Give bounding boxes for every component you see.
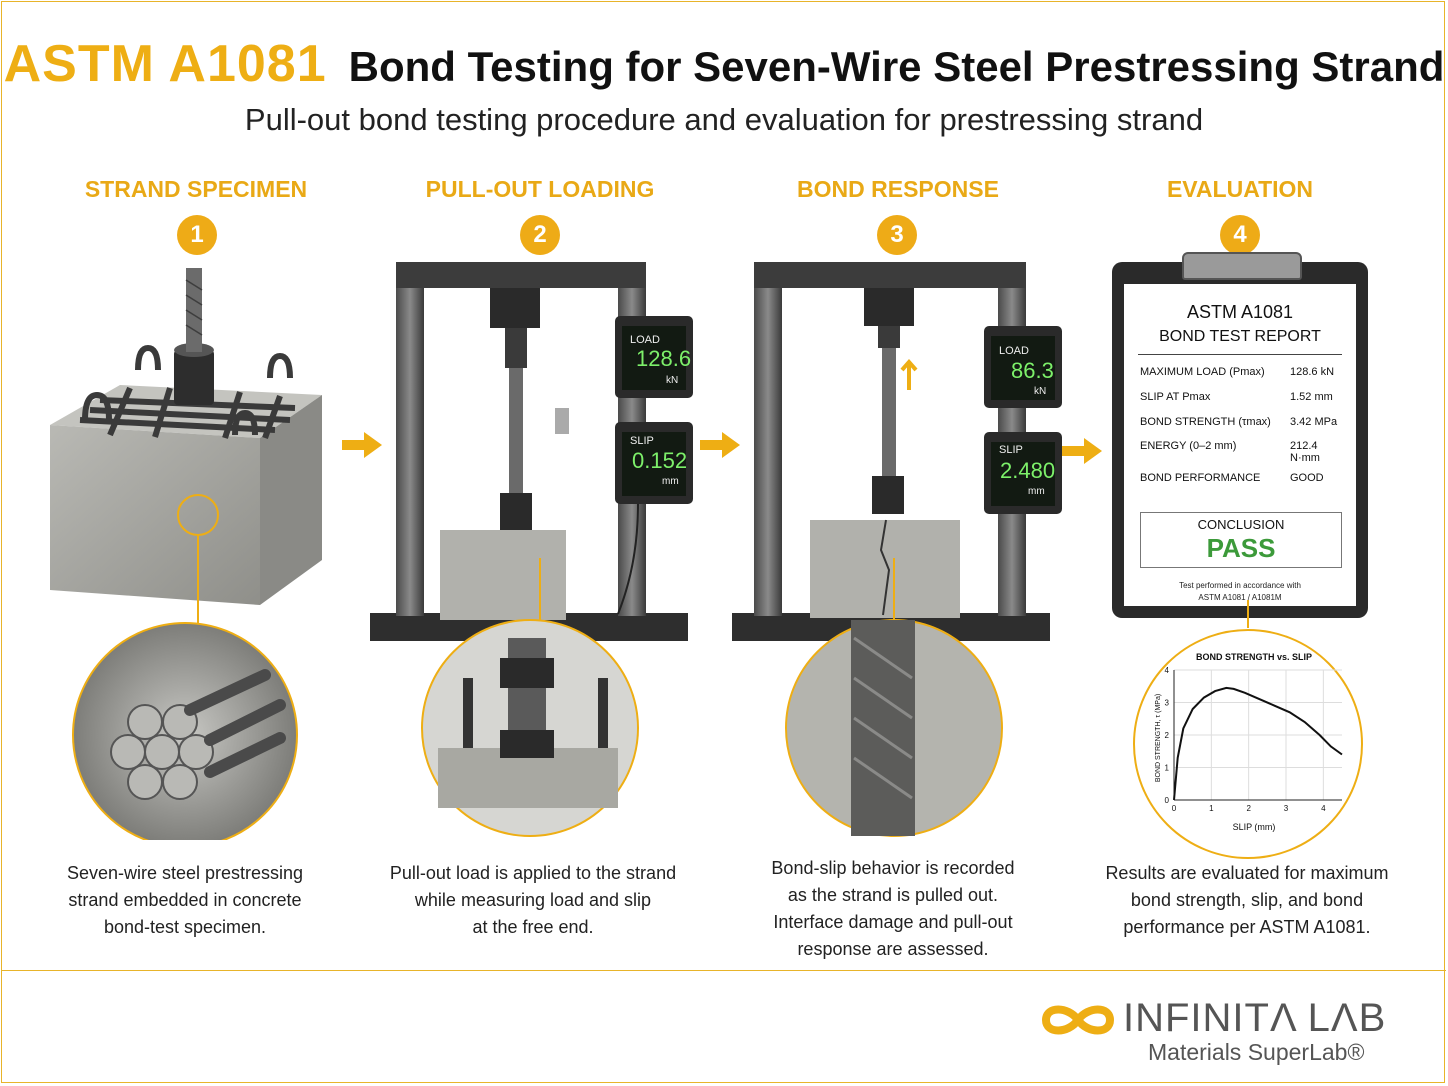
load-display [984,326,1062,408]
crosshead [396,262,646,288]
load-cell [490,288,540,328]
step-3-badge: 3 [877,215,917,255]
page-title: ASTM A1081 Bond Testing for Seven-Wire St… [0,34,1448,94]
slip-meter-label: SLIP [630,435,654,447]
lower-grip [872,476,904,514]
report-row: ENERGY (0–2 mm)212.4 N·mm [1140,440,1320,464]
x-tick-label: 4 [1321,804,1326,813]
pull-direction-arrow [900,358,918,390]
lower-grip [500,493,532,533]
bond-strength-chart: BOND STRENGTH vs. SLIP SLIP (mm) BOND ST… [1133,629,1363,859]
grip [505,328,527,368]
slip-display [984,432,1062,514]
arrow-right-icon [700,432,740,458]
y-tick-label: 4 [1165,666,1170,675]
grip [878,326,900,348]
series-line [1173,686,1343,801]
x-tick-label: 2 [1246,804,1251,813]
lvdt [555,408,569,434]
step-3-heading: BOND RESPONSE [797,176,999,202]
clipboard-clip-icon [1182,252,1302,280]
load-meter-unit-3: kN [1034,386,1047,397]
conclusion-box: CONCLUSION PASS [1140,512,1342,568]
slip-meter-value-3: 2.480 [1000,458,1056,483]
strand [509,368,523,498]
step-4-badge: 4 [1220,215,1260,255]
pass-status: PASS [1206,533,1276,563]
step-2-badge: 2 [520,215,560,255]
load-display [615,316,693,398]
report-paper: ASTM A1081 BOND TEST REPORT MAXIMUM LOAD… [1124,284,1356,606]
report-row: BOND STRENGTH (τmax)3.42 MPa [1140,416,1338,428]
anchor-chuck [174,350,214,405]
arrow-right-icon [342,432,382,458]
slip-meter-label-3: SLIP [999,444,1023,456]
y-tick-label: 3 [1165,699,1170,708]
bond-response-illustration [732,262,1062,837]
page-subtitle: Pull-out bond testing procedure and eval… [244,102,1204,137]
load-meter-value: 128.6 [636,346,692,371]
report-title: ASTM A1081 [1186,302,1294,322]
x-tick-label: 0 [1172,804,1177,813]
load-meter-unit: kN [666,375,679,386]
strand [882,348,896,478]
x-tick-label: 3 [1284,804,1289,813]
slip-meter-unit-3: mm [1028,486,1045,497]
y-tick-label: 0 [1165,796,1170,805]
y-tick-label: 1 [1165,764,1170,773]
load-cell [864,288,914,326]
arrow-right-icon [1062,438,1102,464]
report-subtitle: BOND TEST REPORT [1159,328,1321,345]
crosshead [754,262,1026,288]
title-main: Bond Testing for Seven-Wire Steel Prestr… [348,43,1445,90]
report-row: MAXIMUM LOAD (Pmax)128.6 kN [1140,366,1335,378]
logo-text: INFINITΛ LΛB [1123,996,1387,1040]
infinita-lab-logo: INFINITΛ LΛB Materials SuperLab® [1040,994,1400,1074]
concrete-specimen [440,530,566,620]
load-meter-label: LOAD [630,334,660,346]
step-1-heading: STRAND SPECIMEN [84,176,308,202]
strand [186,268,202,352]
slip-meter-unit: mm [662,476,679,487]
logo-tagline: Materials SuperLab® [1148,1039,1365,1065]
step-2-heading: PULL-OUT LOADING [425,176,655,202]
block-side [260,395,322,605]
y-tick-label: 2 [1165,731,1170,740]
block-front [50,425,260,605]
footer-divider [2,970,1446,971]
slip-display [615,422,693,504]
chart-xlabel: SLIP (mm) [1233,822,1276,832]
load-meter-label-3: LOAD [999,345,1029,357]
pull-out-loading-illustration [370,262,693,837]
slip-meter-value: 0.152 [632,448,688,473]
step-4-heading: EVALUATION [1166,176,1314,202]
report-note: Test performed in accordance with ASTM A… [1179,581,1301,602]
infinity-icon [1041,1005,1115,1035]
test-report-clipboard: ASTM A1081 BOND TEST REPORT MAXIMUM LOAD… [1112,252,1368,618]
chart-title: BOND STRENGTH vs. SLIP [1196,652,1312,662]
title-code: ASTM A1081 [3,35,327,93]
x-tick-label: 1 [1209,804,1214,813]
load-meter-value-3: 86.3 [1011,358,1054,383]
left-column [396,262,424,616]
strand-specimen-illustration [50,268,322,840]
step-1-badge: 1 [177,215,217,255]
left-column [754,262,782,616]
chart-ylabel: BOND STRENGTH, τ (MPa) [1155,694,1162,782]
